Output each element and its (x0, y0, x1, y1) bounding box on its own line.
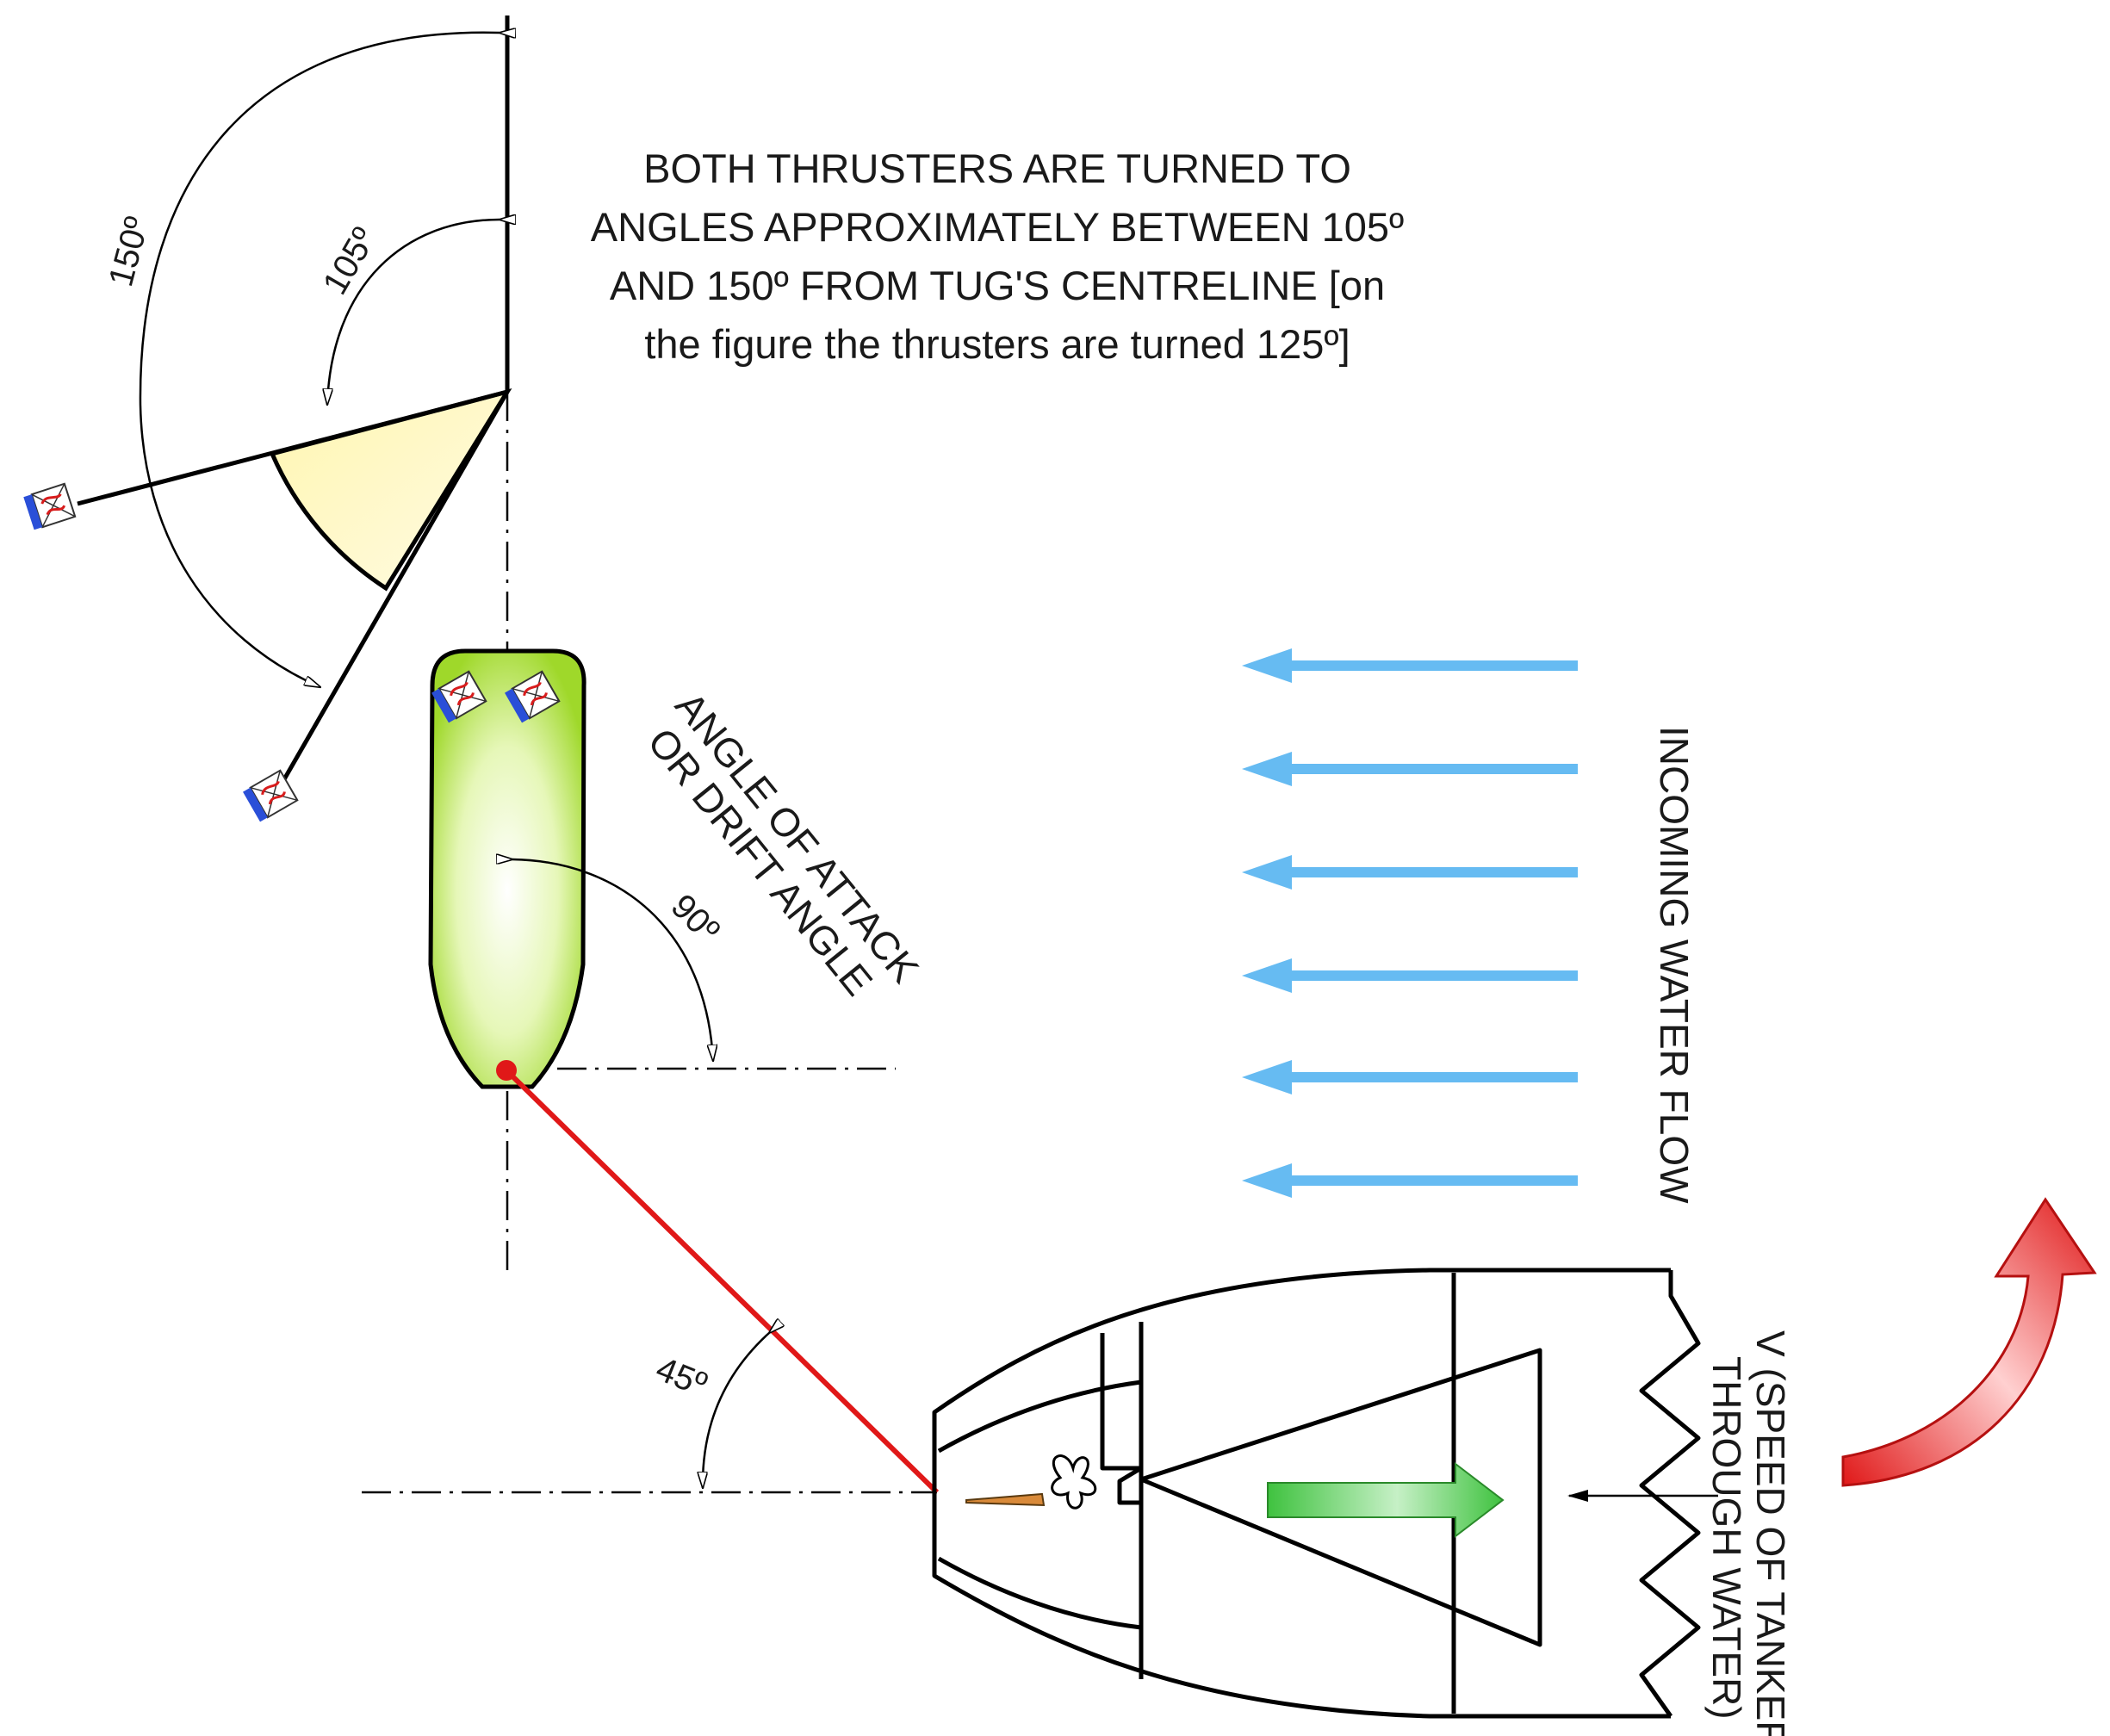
flow-arrow (1242, 958, 1578, 993)
attack-label-line-1: ANGLE OF ATTACK (667, 684, 928, 991)
note-line-4: the figure the thrusters are turned 125º… (644, 321, 1350, 367)
flow-arrow (1242, 1163, 1578, 1198)
rudder-icon (965, 1492, 1046, 1507)
water-flow-arrows (1242, 648, 1578, 1198)
angle-label-45: 45º (651, 1350, 713, 1404)
arc-90 (512, 859, 713, 1061)
flow-label: INCOMING WATER FLOW (1652, 726, 1697, 1204)
flow-arrow (1242, 752, 1578, 786)
angle-label-90: 90º (664, 887, 727, 950)
towline-staple (496, 1060, 517, 1081)
tanker-inner-hull-upper (937, 1380, 1142, 1454)
thruster-icon-150 (241, 769, 299, 823)
tanker-inner-hull-lower (937, 1556, 1142, 1630)
flow-arrow (1242, 648, 1578, 683)
arc-45 (703, 1333, 769, 1488)
speed-label-line-1: V (SPEED OF TANKER (1748, 1330, 1793, 1736)
flow-arrow (1242, 1060, 1578, 1094)
tanker-direction-arrow (1267, 1461, 1505, 1539)
thruster-icon-105 (22, 482, 77, 531)
thruster-note: BOTH THRUSTERS ARE TURNED TO ANGLES APPR… (591, 146, 1404, 367)
arc-105 (327, 220, 500, 405)
tanker-break-line (1639, 1270, 1701, 1718)
tanker-wedge (1139, 1348, 1542, 1647)
turning-arrow (1841, 1197, 2097, 1487)
note-line-3: AND 150º FROM TUG'S CENTRELINE [on (610, 263, 1385, 308)
angle-label-150: 150º (102, 213, 157, 290)
angle-label-105: 105º (316, 221, 384, 301)
note-line-1: BOTH THRUSTERS ARE TURNED TO (643, 146, 1351, 191)
arc-150 (139, 33, 500, 687)
tanker-skeg (1100, 1333, 1144, 1628)
note-line-2: ANGLES APPROXIMATELY BETWEEN 105º (591, 204, 1404, 250)
towline (504, 1068, 940, 1495)
speed-label-line-2: THROUGH WATER) (1704, 1356, 1749, 1720)
propeller-icon (1051, 1454, 1097, 1510)
tanker-outer-hull (932, 1268, 1671, 1719)
flow-arrow (1242, 855, 1578, 890)
